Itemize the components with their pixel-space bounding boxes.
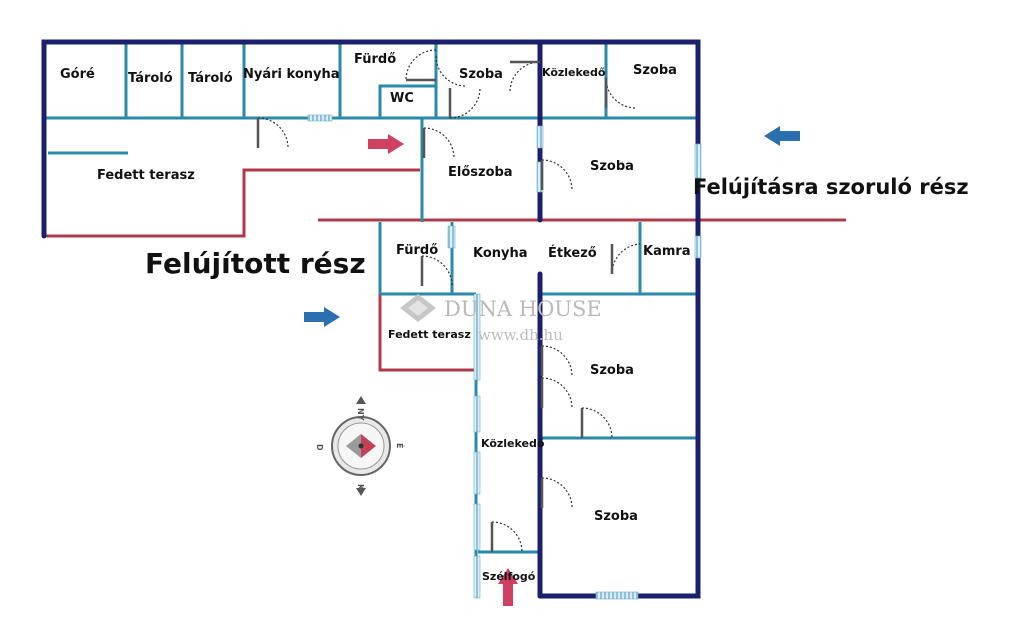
room-label-szoba-top: Szoba xyxy=(459,67,503,82)
room-label-konyha: Konyha xyxy=(473,246,528,261)
inner-walls xyxy=(44,44,696,598)
room-label-wc: WC xyxy=(390,91,414,106)
room-label-kamra: Kamra xyxy=(643,244,691,259)
room-label-nyari-konyha: Nyári konyha xyxy=(243,67,340,82)
room-label-furdo-top: Fürdő xyxy=(354,52,396,67)
room-label-fedett-terasz-top: Fedett terasz xyxy=(97,168,195,183)
entrance-arrow-bottom xyxy=(498,568,518,606)
room-label-fedett-terasz-mid: Fedett terasz xyxy=(388,328,471,341)
doors xyxy=(256,49,641,553)
compass-north-label: NY xyxy=(356,408,365,421)
room-label-szoba-top-right: Szoba xyxy=(633,63,677,78)
watermark: DUNA HOUSE www.dh.hu xyxy=(400,294,602,344)
direction-arrows xyxy=(304,126,800,606)
room-label-gore: Góré xyxy=(60,67,95,82)
room-labels: Góré Tároló Tároló Nyári konyha Fürdő WC… xyxy=(60,52,691,583)
entrance-arrow-top xyxy=(368,134,404,154)
room-label-tarolo-2: Tároló xyxy=(188,71,233,86)
section-divider-lines xyxy=(44,168,846,372)
compass-south-label: K xyxy=(356,484,365,491)
section-label-needs-renovation: Felújításra szoruló rész xyxy=(693,175,969,199)
room-label-eloszoba: Előszoba xyxy=(448,165,513,180)
room-label-tarolo-1: Tároló xyxy=(128,71,173,86)
arrow-left-side xyxy=(304,307,340,327)
section-label-renovated: Felújított rész xyxy=(145,247,366,280)
watermark-url: www.dh.hu xyxy=(478,326,563,344)
room-label-kozlekedo-mid: Közlekedő xyxy=(481,437,545,450)
room-label-szoba-upper-right: Szoba xyxy=(590,159,634,174)
arrow-right-side xyxy=(764,126,800,146)
room-label-furdo-mid: Fürdő xyxy=(396,243,438,258)
watermark-brand: DUNA HOUSE xyxy=(444,297,602,321)
room-label-kozlekedo-top: Közlekedő xyxy=(542,66,606,79)
compass-east-label: É xyxy=(395,443,406,448)
room-label-szoba-mid-right: Szoba xyxy=(590,363,634,378)
room-label-szoba-bottom-right: Szoba xyxy=(594,509,638,524)
compass-icon: NY É K D xyxy=(315,396,406,496)
windows xyxy=(307,114,702,600)
room-label-szelfogo: Szélfogó xyxy=(482,570,536,583)
compass-west-label: D xyxy=(315,444,324,451)
room-label-etkezo: Étkező xyxy=(548,245,597,261)
